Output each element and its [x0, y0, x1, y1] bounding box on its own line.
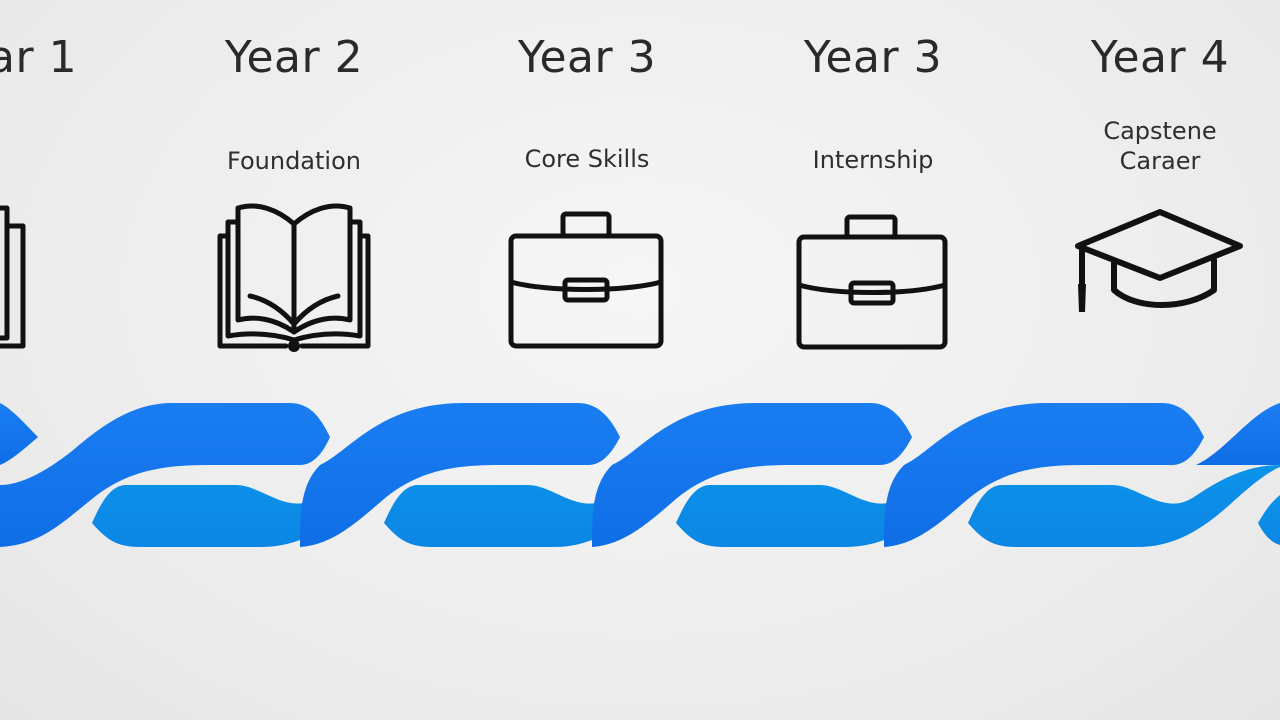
stage-label-line: Core Skills: [524, 145, 650, 173]
graduation-cap-icon: [1074, 206, 1246, 320]
stage-year-4: Year 4 Capstene Caraer: [1030, 0, 1280, 360]
stage-label: Capstene Caraer: [1030, 116, 1280, 176]
timeline-ribbon: [0, 403, 1280, 547]
stage-year-3-core: Year 3 Core Skills: [457, 0, 717, 360]
stage-year-2: Year 2 Foundation: [164, 0, 424, 360]
stage-year-title: Year 4: [1090, 32, 1230, 83]
stage-label: Internship: [743, 145, 1003, 175]
stage-label-line: Foundation: [227, 147, 361, 175]
stage-year-title: Year 3: [517, 32, 657, 83]
stage-year-1: Year 1: [0, 0, 140, 360]
stage-label: Foundation: [164, 146, 424, 176]
stage-year-title: Year 3: [803, 32, 943, 83]
book-stack-icon: [0, 200, 33, 352]
stage-label-line: Capstene: [1103, 117, 1217, 145]
stage-label: Core Skills: [457, 144, 717, 174]
stage-year-title: Year 1: [0, 32, 78, 83]
stage-year-3-internship: Year 3 Internship: [743, 0, 1003, 360]
stage-year-title: Year 2: [224, 32, 364, 83]
stage-label-line: Internship: [812, 146, 934, 174]
stage-label-line: Caraer: [1119, 147, 1201, 175]
briefcase-icon: [507, 210, 667, 352]
open-book-icon: [214, 200, 374, 356]
briefcase-icon: [795, 213, 951, 353]
